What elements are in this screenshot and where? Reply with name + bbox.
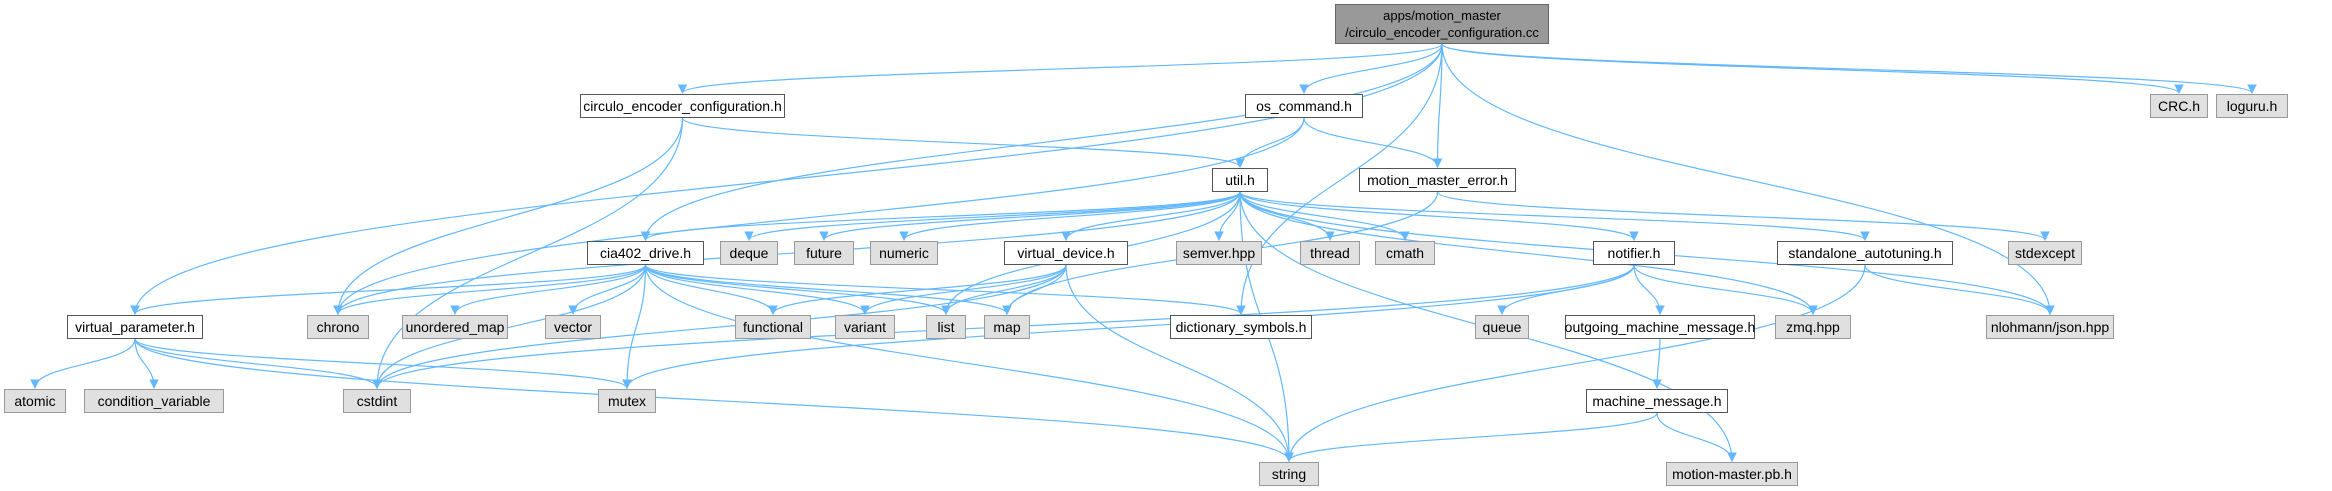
edge-cia402-drive-h-to-list: [644, 264, 951, 315]
node-crc-h: CRC.h: [2150, 94, 2208, 118]
edge-virtual-device-h-to-variant: [860, 264, 1067, 315]
node-circulo-encoder-configuration-h[interactable]: circulo_encoder_configuration.h: [580, 94, 785, 118]
edge-virtual-parameter-h-to-atomic: [30, 338, 136, 389]
node-vector: vector: [545, 315, 601, 339]
node-machine-message-h[interactable]: machine_message.h: [1586, 389, 1728, 413]
edge-root-file-to-os-command-h: [1299, 43, 1443, 94]
edge-notifier-h-to-zmq-hpp: [1633, 264, 1818, 315]
root-file-path-line2: /circulo_encoder_configuration.cc: [1345, 25, 1539, 40]
node-virtual-device-h[interactable]: virtual_device.h: [1004, 241, 1128, 265]
edge-cia402-drive-h-to-variant: [644, 264, 870, 315]
edge-standalone-autotuning-h-to-nlohmann-json-hpp: [1864, 264, 2055, 315]
edge-util-h-to-deque: [744, 191, 1241, 241]
edge-circulo-encoder-configuration-h-to-cstdint: [372, 117, 684, 389]
edge-util-h-to-cmath: [1239, 191, 1410, 241]
node-thread: thread: [1300, 241, 1360, 265]
edge-cia402-drive-h-to-functional: [644, 264, 778, 315]
root-file-path-line1: apps/motion_master: [1383, 8, 1501, 23]
edge-os-command-h-to-motion-master-error-h: [1303, 117, 1443, 168]
edge-os-command-h-to-chrono: [333, 117, 1305, 315]
node-os-command-h[interactable]: os_command.h: [1245, 94, 1363, 118]
node-chrono: chrono: [307, 315, 369, 339]
edge-virtual-device-h-to-string: [1065, 264, 1294, 462]
edge-virtual-device-h-to-functional: [768, 264, 1067, 315]
edge-cia402-drive-h-to-dictionary-symbols-h: [644, 264, 1246, 315]
edge-util-h-to-future: [819, 191, 1241, 241]
node-util-h[interactable]: util.h: [1212, 168, 1268, 192]
node-atomic: atomic: [4, 389, 66, 413]
node-string: string: [1259, 462, 1319, 486]
node-cia402-drive-h[interactable]: cia402_drive.h: [587, 241, 704, 265]
node-variant: variant: [835, 315, 895, 339]
node-deque: deque: [720, 241, 778, 265]
edge-cia402-drive-h-to-virtual-parameter-h: [130, 264, 647, 315]
edge-util-h-to-numeric: [899, 191, 1241, 241]
edge-virtual-parameter-h-to-string: [134, 338, 1294, 462]
node-stdexcept: stdexcept: [2008, 241, 2082, 265]
edge-virtual-device-h-to-map: [1002, 264, 1067, 315]
node-functional: functional: [735, 315, 811, 339]
node-list: list: [926, 315, 966, 339]
node-loguru-h: loguru.h: [2216, 94, 2288, 118]
edge-notifier-h-to-outgoing-machine-message-h: [1633, 264, 1665, 315]
node-nlohmann-json-hpp: nlohmann/json.hpp: [1986, 315, 2114, 339]
edge-motion-master-error-h-to-stdexcept: [1436, 191, 2050, 241]
node-cmath: cmath: [1375, 241, 1435, 265]
edge-cia402-drive-h-to-map: [644, 264, 1012, 315]
edge-util-h-to-virtual-device-h: [1061, 191, 1241, 241]
edge-util-h-to-chrono: [333, 191, 1241, 315]
edge-virtual-parameter-h-to-cstdint: [134, 338, 382, 389]
edge-cia402-drive-h-to-string: [644, 264, 1294, 462]
edge-virtual-parameter-h-to-condition-variable: [134, 338, 159, 389]
edge-machine-message-h-to-motion-master-pb-h: [1656, 412, 1737, 462]
edge-virtual-parameter-h-to-mutex: [134, 338, 632, 389]
node-root-file[interactable]: apps/motion_master /circulo_encoder_conf…: [1335, 4, 1549, 44]
edge-circulo-encoder-configuration-h-to-chrono: [333, 117, 684, 315]
node-cstdint: cstdint: [343, 389, 411, 413]
edge-os-command-h-to-util-h: [1235, 117, 1305, 168]
edge-cia402-drive-h-to-chrono: [333, 264, 647, 315]
node-motion-master-pb-h: motion-master.pb.h: [1666, 462, 1798, 486]
edge-virtual-device-h-to-list: [941, 264, 1067, 315]
node-condition-variable: condition_variable: [84, 389, 224, 413]
edge-util-h-to-notifier-h: [1239, 191, 1639, 241]
node-motion-master-error-h[interactable]: motion_master_error.h: [1359, 168, 1516, 192]
node-queue: queue: [1475, 315, 1529, 339]
edge-circulo-encoder-configuration-h-to-util-h: [681, 117, 1245, 168]
node-outgoing-machine-message-h[interactable]: outgoing_machine_message.h: [1565, 315, 1755, 339]
node-map: map: [984, 315, 1030, 339]
edge-root-file-to-motion-master-error-h: [1432, 43, 1443, 168]
edge-machine-message-h-to-string: [1284, 412, 1658, 462]
edge-util-h-to-standalone-autotuning-h: [1239, 191, 1870, 241]
node-notifier-h[interactable]: notifier.h: [1593, 241, 1675, 265]
edge-cia402-drive-h-to-unordered-map: [450, 264, 647, 315]
edge-outgoing-machine-message-h-to-machine-message-h: [1652, 338, 1662, 389]
edge-cia402-drive-h-to-cstdint: [372, 264, 647, 389]
node-future: future: [794, 241, 854, 265]
edge-util-h-to-zmq-hpp: [1239, 191, 1818, 315]
node-unordered-map: unordered_map: [402, 315, 508, 339]
edge-root-file-to-circulo-encoder-configuration-h: [677, 43, 1443, 94]
node-semver-hpp: semver.hpp: [1176, 241, 1262, 265]
node-standalone-autotuning-h[interactable]: standalone_autotuning.h: [1777, 241, 1953, 265]
node-virtual-parameter-h[interactable]: virtual_parameter.h: [67, 315, 203, 339]
edge-cia402-drive-h-to-vector: [568, 264, 647, 315]
edge-util-h-to-cia402-drive-h: [640, 191, 1241, 241]
edge-cia402-drive-h-to-mutex: [622, 264, 647, 389]
edge-root-file-to-crc-h: [1441, 43, 2184, 94]
node-zmq-hpp: zmq.hpp: [1775, 315, 1851, 339]
edge-notifier-h-to-mutex: [622, 264, 1635, 389]
node-mutex: mutex: [598, 389, 656, 413]
edge-root-file-to-dictionary-symbols-h: [1236, 43, 1443, 315]
edge-root-file-to-cia402-drive-h: [640, 43, 1443, 241]
edge-standalone-autotuning-h-to-string: [1284, 264, 1866, 462]
node-dictionary-symbols-h[interactable]: dictionary_symbols.h: [1170, 315, 1312, 339]
edge-root-file-to-nlohmann-json-hpp: [1441, 43, 2055, 315]
node-numeric: numeric: [870, 241, 938, 265]
edge-root-file-to-loguru-h: [1441, 43, 2257, 94]
